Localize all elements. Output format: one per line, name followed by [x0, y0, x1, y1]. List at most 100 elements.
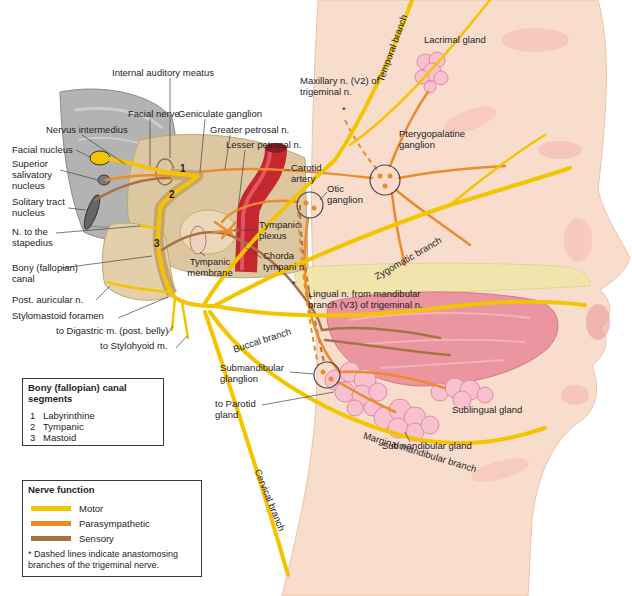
sensory-nerves — [322, 328, 440, 338]
leader-lines — [168, 326, 173, 333]
anatomy-label: to Parotid gland — [215, 398, 265, 420]
motor-nerves — [450, 135, 545, 205]
leader-lines — [150, 119, 151, 166]
legend-text: Parasympathetic — [79, 518, 150, 529]
parasympathetic-nerves — [200, 169, 372, 178]
anatomy-label: N. to the stapedius — [12, 226, 74, 248]
ganglion-circles — [329, 377, 334, 382]
callout-number: 3 — [154, 238, 160, 249]
ganglion-circles — [378, 174, 383, 179]
branch-label: Cervical branch — [253, 467, 288, 532]
leader-lines — [60, 170, 98, 180]
leader-lines — [176, 336, 187, 348]
leader-lines — [76, 150, 90, 157]
anatomy-label: Post. auricular n. — [12, 294, 83, 305]
motor-nerves — [172, 298, 175, 330]
leader-lines — [200, 252, 205, 256]
temporal-bone — [190, 226, 206, 254]
segment-name: Tympanic — [43, 421, 84, 432]
asterisk-mark: * — [342, 104, 346, 115]
callout-number: 1 — [180, 163, 186, 174]
ganglion-circles — [370, 165, 400, 195]
legend-box: Bony (fallopian) canal segments 1 Labyrint… — [22, 378, 164, 446]
face-skin — [564, 218, 592, 262]
anatomy-label: Lesser petrosal n. — [226, 139, 302, 150]
legend-heading: Nerve function — [28, 484, 95, 495]
parasympathetic-nerves — [106, 175, 170, 180]
leader-lines — [238, 150, 245, 210]
anatomy-label: Carotid artery — [291, 162, 336, 184]
anatomy-label: Sublingual gland — [452, 404, 522, 415]
legend-box: Nerve function * Dashed lines indicate an… — [22, 480, 202, 577]
parasympathetic-nerves — [106, 92, 505, 412]
anatomy-label: Lingual n. from mandibular branch (V3) o… — [308, 288, 428, 310]
anatomy-label: to Stylohyoid m. — [100, 340, 168, 351]
sensory-nerves — [95, 178, 170, 200]
segment-number: 1 — [30, 410, 35, 421]
anatomy-label: Bony (fallopian) canal — [12, 262, 92, 284]
motor-nerves — [182, 302, 188, 338]
parasympathetic-nerves — [399, 166, 505, 178]
motor-nerves — [140, 226, 158, 228]
face-skin — [282, 0, 630, 596]
leader-lines — [56, 226, 140, 233]
glands — [369, 383, 387, 401]
tongue — [380, 360, 505, 368]
leader-lines — [290, 372, 314, 374]
anatomy-label: Tympanic plexus — [259, 219, 309, 241]
motor-nerves — [102, 158, 214, 306]
tongue — [355, 340, 525, 345]
leader-lines — [68, 208, 86, 210]
legend-swatch — [31, 521, 71, 526]
anatomy-label: Geniculate ganglion — [178, 108, 262, 119]
leader-lines — [118, 297, 168, 318]
segment-name: Mastoid — [43, 432, 76, 443]
leader-lines — [96, 286, 110, 300]
leader-lines — [234, 230, 258, 231]
footnote: * Dashed lines indicate anastomosing bra… — [28, 549, 196, 571]
anatomy-label: Submandibular glanglion — [220, 362, 295, 384]
segment-name: Labyrinthine — [43, 410, 95, 421]
anatomy-label: Superior salivatory nucleus — [12, 158, 72, 191]
anatomy-label: Solitary tract nucleus — [12, 196, 78, 218]
anatomy-label: Pterygopalatine ganglion — [399, 128, 479, 150]
face-skin — [586, 304, 610, 340]
face-skin — [538, 141, 582, 159]
ganglion-circles — [383, 184, 388, 189]
asterisk-mark: * — [292, 278, 296, 289]
anatomy-label: Chorda tympani n. — [263, 250, 319, 272]
leader-lines — [262, 392, 334, 405]
legend-heading: Bony (fallopian) canal segments — [28, 382, 138, 404]
ganglion-circles — [388, 174, 393, 179]
leader-lines — [200, 119, 205, 172]
anatomy-label: Greater petrosal n. — [210, 124, 289, 135]
face-skin — [469, 454, 532, 487]
glands — [477, 387, 493, 403]
ganglion-circles — [312, 206, 317, 211]
face-skin — [561, 385, 589, 405]
sensory-nerves — [325, 340, 450, 355]
motor-nerves — [350, 0, 490, 145]
motor-nerves — [210, 312, 545, 443]
parasympathetic-nerves — [339, 372, 445, 388]
leader-lines — [82, 135, 125, 164]
segment-number: 3 — [30, 432, 35, 443]
motor-nerves — [205, 0, 412, 303]
glands — [325, 52, 493, 441]
motor-nerves — [214, 168, 570, 306]
glands — [347, 400, 363, 416]
ganglion-circles — [321, 370, 326, 375]
motor-nerves — [205, 312, 288, 575]
anatomy-label: Stylomastoid foramen — [12, 310, 104, 321]
anatomy-label: Otic ganglion — [327, 183, 375, 205]
legend-swatch — [31, 506, 71, 511]
callout-number: 2 — [169, 189, 175, 200]
legend-swatch — [31, 536, 71, 541]
ganglion-circles — [297, 192, 323, 218]
glands — [424, 81, 436, 93]
parasympathetic-nerves — [338, 382, 395, 412]
legend-text: Sensory — [79, 533, 114, 544]
anatomy-label: Nervus intermedius — [46, 124, 128, 135]
glands — [421, 416, 439, 434]
